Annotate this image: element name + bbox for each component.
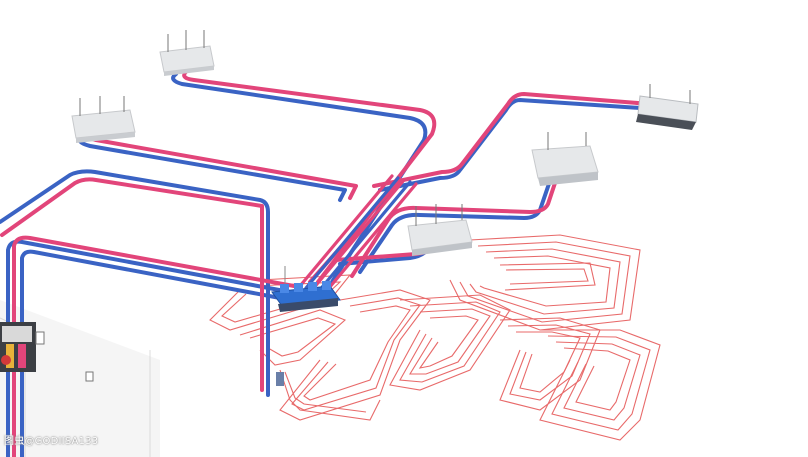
wall-pipe-inlet <box>276 372 284 386</box>
ducted-unit-icon <box>636 84 699 130</box>
manifold-icon <box>271 266 341 312</box>
floor-heating-loops <box>209 234 661 441</box>
main-riser-bundle <box>298 174 418 296</box>
fan-coil-unit-icon <box>407 204 473 256</box>
thermostat-icon <box>35 331 94 382</box>
watermark: 图虫@GODIISA133 <box>4 436 99 447</box>
fan-coil-unit-icon <box>159 30 215 76</box>
boiler-icon <box>0 322 36 372</box>
fan-coil-unit-icon <box>71 96 136 143</box>
supply-pipes <box>0 68 652 457</box>
fan-coil-unit-icon <box>531 132 599 186</box>
